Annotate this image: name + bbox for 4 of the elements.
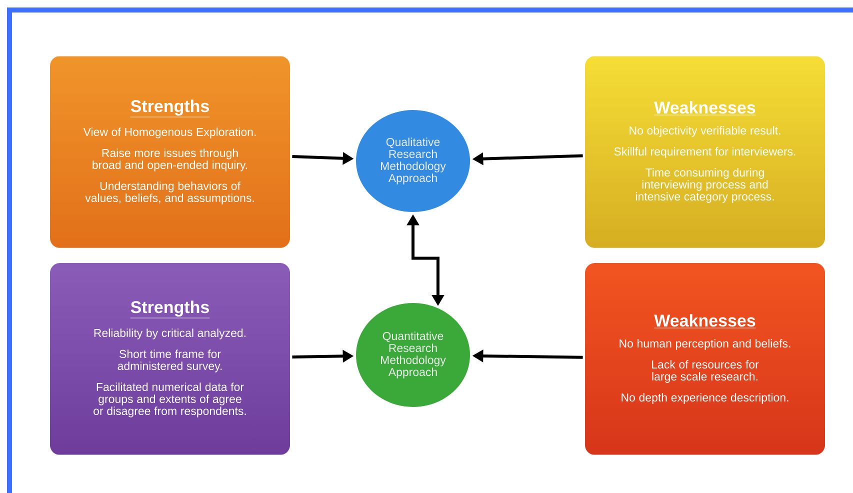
text-box: Weaknesses No objectivity verifiable result. Skillful requirement for interviewers. Time consuming during interviewing process and intensive category process.	[614, 101, 796, 203]
text-box: Strengths View of Homogenous Exploration. Raise more issues through broad and open-ended inquiry. Understanding behaviors of values, beliefs, and assumptions.	[83, 100, 256, 204]
text-box: Weaknesses No human perception and beliefs. Lack of resources for large scale research. No depth experience description.	[620, 314, 790, 404]
text-box: Strengths Reliability by critical analyzed. Short time frame for administered survey. Facilitated numerical data for groups and extents of agree or disagree from respondents.	[94, 300, 246, 418]
